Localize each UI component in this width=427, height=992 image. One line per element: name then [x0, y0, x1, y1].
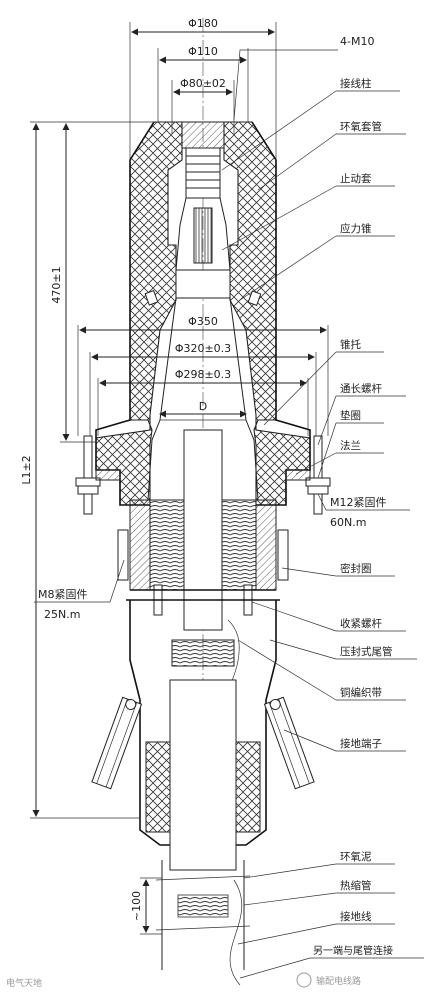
m12-fastener-torque: 60N.m [330, 516, 366, 529]
dim-d180: Φ180 [188, 17, 218, 30]
tail-pipe [129, 600, 277, 871]
callout-stress-cone: 应力锥 [340, 222, 372, 235]
callout-stop-sleeve: 止动套 [340, 172, 372, 185]
dim-d110: Φ110 [188, 45, 218, 58]
callout-tightening-bolt: 收紧螺杆 [340, 617, 382, 630]
vertical-dimensions: 470±1 L1±2 ~100 [20, 121, 162, 935]
callout-ground-terminal: 接地端子 [340, 737, 382, 750]
callout-other-end-note: 另一端与尾管连接 [313, 944, 393, 957]
callout-seal-ring: 密封圈 [340, 562, 372, 575]
cable-heat-shrink [155, 860, 251, 986]
callout-tail-pipe: 压封式尾管 [340, 645, 393, 658]
dim-h470: 470±1 [50, 266, 63, 303]
dim-d320: Φ320±0.3 [175, 342, 231, 355]
watermarks: 电气天地 输配电线路 [6, 972, 361, 989]
callout-ground-wire: 接地线 [340, 910, 372, 923]
callout-copper-braid: 铜编织带 [340, 686, 382, 699]
dim-d80: Φ80±02 [180, 77, 226, 90]
dim-thread: 4-M10 [340, 35, 374, 48]
callout-terminal-post: 接线柱 [340, 77, 372, 90]
callout-epoxy-putty: 环氧泥 [340, 850, 372, 863]
watermark-logo-icon [296, 972, 312, 988]
dim-h100: ~100 [130, 891, 143, 921]
m12-fastener-label: M12紧固件 [330, 496, 387, 509]
dim-d350: Φ350 [188, 315, 218, 328]
ground-terminals [91, 696, 315, 790]
watermark-left: 电气天地 [6, 977, 42, 989]
terminal-post [171, 121, 235, 299]
mid-dimensions: Φ350 Φ320±0.3 Φ298±0.3 D [77, 315, 329, 436]
callouts: 接线柱 环氧套管 止动套 应力锥 锥托 通长螺杆 垫圈 法兰 M12紧固件 60… [34, 77, 424, 979]
callout-cone-support: 锥托 [340, 338, 361, 351]
dim-L1: L1±2 [20, 455, 33, 484]
callout-flange: 法兰 [340, 439, 361, 452]
m8-fastener-torque: 25N.m [44, 608, 80, 621]
callout-long-bolt: 通长螺杆 [340, 382, 382, 395]
watermark-right: 输配电线路 [316, 975, 361, 987]
dim-d298: Φ298±0.3 [175, 368, 231, 381]
stress-cone [147, 297, 259, 631]
dim-D: D [199, 400, 207, 413]
flange-bolts [75, 435, 331, 515]
callout-heat-shrink-tube: 热缩管 [340, 879, 372, 892]
m8-fastener-label: M8紧固件 [38, 588, 88, 601]
seal-spring-section [117, 499, 289, 616]
top-dimensions: Φ180 Φ110 Φ80±02 4-M10 [129, 17, 374, 160]
callout-epoxy-bushing: 环氧套管 [340, 120, 382, 133]
callout-washer: 垫圈 [340, 409, 361, 422]
